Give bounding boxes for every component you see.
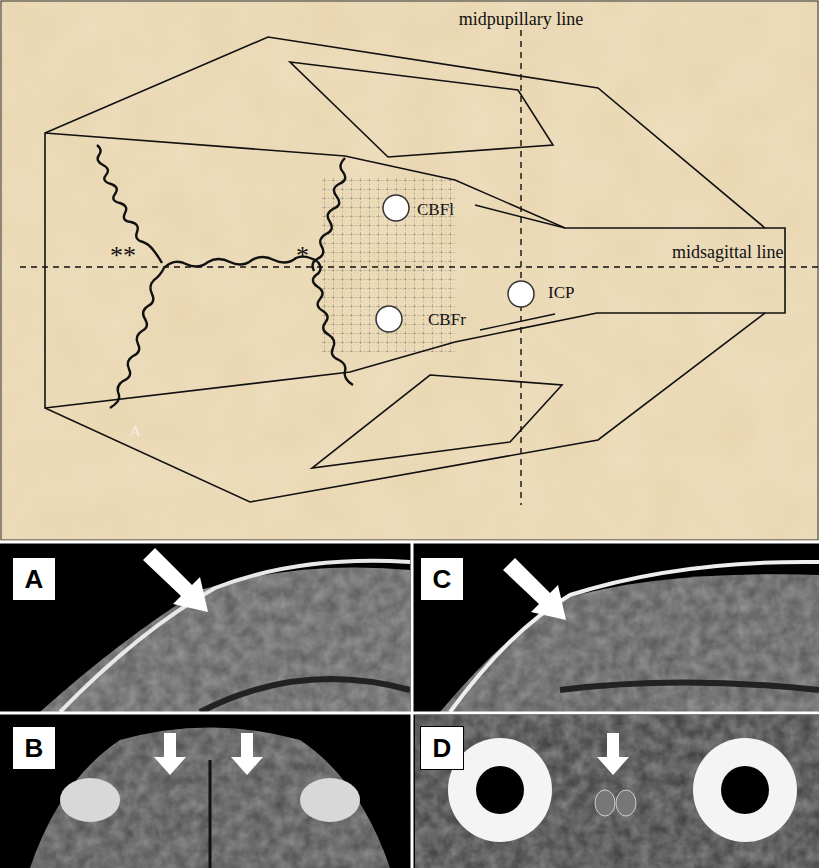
panel-label-box: C [420, 557, 464, 601]
measurement-points [376, 195, 534, 332]
axis-label: midpupillary line [459, 10, 583, 28]
axis-label: midsagittal line [672, 243, 783, 261]
point-label: ICP [548, 284, 574, 301]
mri-panel-d [415, 715, 819, 868]
panel-label-box: B [12, 726, 56, 770]
paper-texture [0, 0, 819, 541]
leader-lines [475, 205, 565, 330]
panel-label-box: A [12, 557, 56, 601]
suture-marker: * [296, 243, 309, 269]
midsagittal-line [20, 266, 819, 267]
panel-letter: A [25, 566, 44, 592]
mri-panel-a [40, 561, 410, 712]
point-label: CBFl [417, 201, 454, 218]
panel-letter: C [433, 566, 452, 592]
suture-lines [97, 145, 353, 408]
panel-letter: D [433, 735, 452, 761]
skull-base-outline [45, 37, 785, 502]
mri-panel-c [440, 562, 819, 712]
suture-marker: ** [110, 243, 136, 269]
white-arrows [143, 548, 629, 775]
panel-label-box: D [420, 726, 464, 770]
panel-letter: B [25, 735, 44, 761]
corner-letter: A [130, 424, 141, 439]
point-label: CBFr [428, 311, 466, 328]
mri-panel-b [30, 728, 390, 868]
paper-ground [0, 0, 819, 541]
